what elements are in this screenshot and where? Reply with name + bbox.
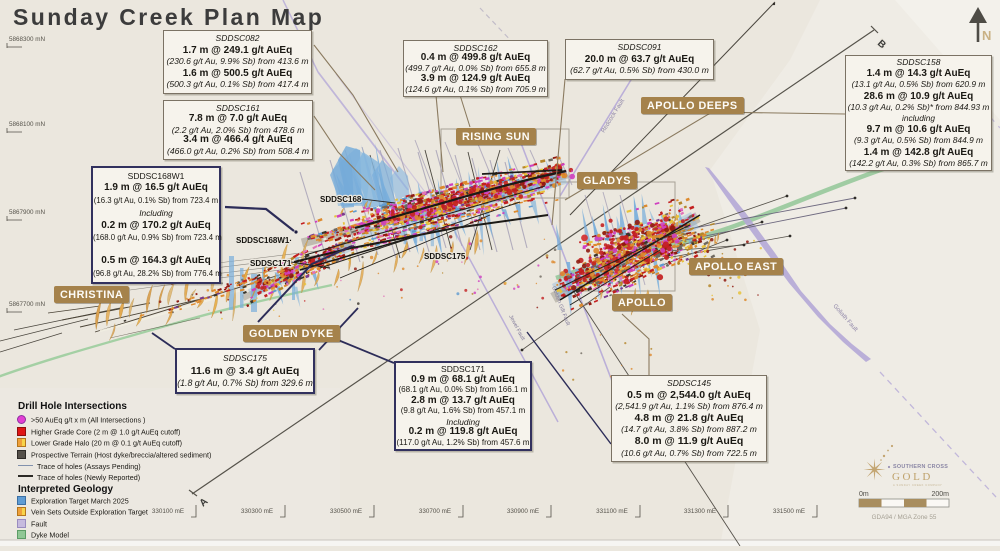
- svg-text:330900 mE: 330900 mE: [507, 508, 539, 515]
- svg-text:SDDSC168: SDDSC168: [320, 195, 362, 204]
- svg-text:SDDSC171: SDDSC171: [250, 259, 292, 268]
- svg-text:331100 mE: 331100 mE: [596, 508, 628, 515]
- svg-text:331300 mE: 331300 mE: [684, 508, 716, 515]
- svg-text:5867700 mN: 5867700 mN: [9, 301, 46, 308]
- svg-text:330700 mE: 330700 mE: [419, 508, 451, 515]
- svg-text:SOUTHERN CROSS: SOUTHERN CROSS: [893, 464, 948, 470]
- svg-text:331500 mE: 331500 mE: [773, 508, 805, 515]
- svg-text:330100 mE: 330100 mE: [152, 508, 184, 515]
- svg-text:GDA94 / MGA Zone 55: GDA94 / MGA Zone 55: [872, 514, 937, 521]
- svg-text:0m: 0m: [859, 491, 869, 498]
- svg-text:5867900 mN: 5867900 mN: [9, 209, 46, 216]
- svg-text:A SUNDAY CREEK COMPANY: A SUNDAY CREEK COMPANY: [893, 483, 942, 487]
- svg-text:GOLD: GOLD: [892, 471, 933, 483]
- svg-text:SDDSC168W1·: SDDSC168W1·: [236, 236, 292, 245]
- svg-text:330300 mE: 330300 mE: [241, 508, 273, 515]
- svg-text:5868100 mN: 5868100 mN: [9, 121, 46, 128]
- svg-text:5868300 mN: 5868300 mN: [9, 36, 46, 43]
- svg-text:200m: 200m: [931, 491, 949, 498]
- svg-text:N: N: [982, 28, 991, 43]
- svg-text:330500 mE: 330500 mE: [330, 508, 362, 515]
- svg-text:SDDSC175: SDDSC175: [424, 252, 466, 261]
